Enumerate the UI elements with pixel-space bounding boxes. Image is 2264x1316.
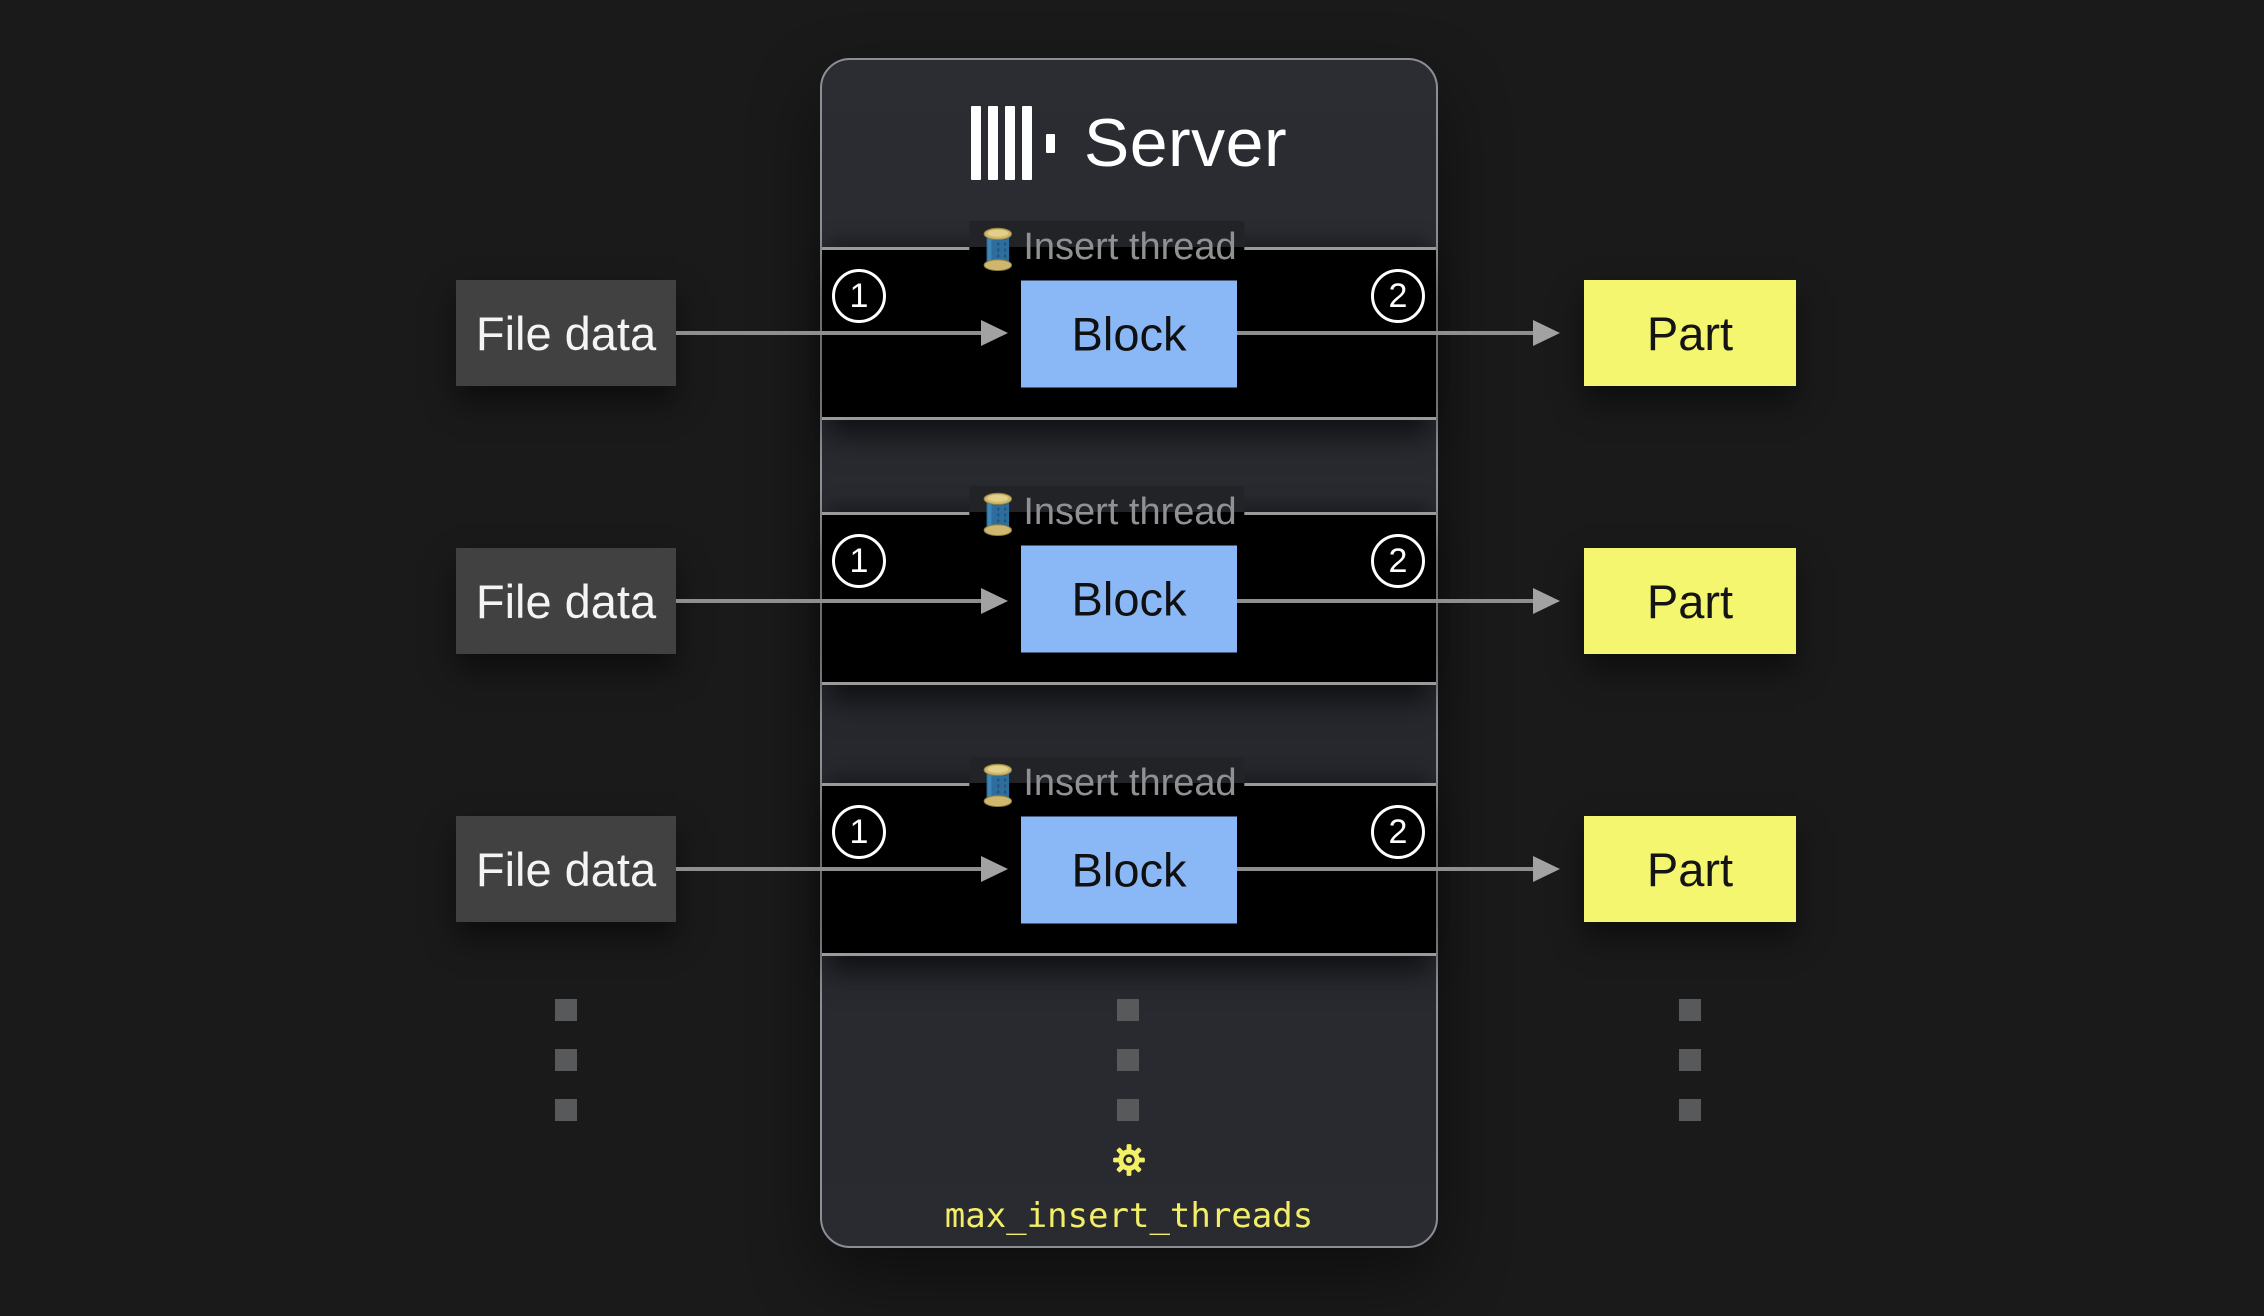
insert-thread-legend: Insert thread xyxy=(969,757,1245,809)
insert-thread-legend: Insert thread xyxy=(969,486,1245,538)
arrow-shaft xyxy=(676,867,981,871)
arrow-block-to-part xyxy=(1237,320,1560,346)
arrow-file-to-block xyxy=(676,588,1008,614)
server-header: Server xyxy=(822,60,1436,226)
part-box: Part xyxy=(1584,280,1796,386)
more-indicator-dot xyxy=(1117,1099,1139,1121)
more-indicator-dot xyxy=(555,999,577,1021)
insert-thread-lane: Insert thread 1 Block 2 xyxy=(822,757,1436,956)
arrow-file-to-block xyxy=(676,320,1008,346)
arrow-block-to-part xyxy=(1237,856,1560,882)
arrow-head xyxy=(1533,320,1560,346)
file-data-box: File data xyxy=(456,816,676,922)
insert-thread-label: Insert thread xyxy=(1023,762,1237,804)
arrow-head xyxy=(981,856,1008,882)
step-1-badge: 1 xyxy=(832,269,886,323)
more-indicator-dot xyxy=(555,1099,577,1121)
insert-thread-lane: Insert thread 1 Block 2 xyxy=(822,221,1436,420)
insert-thread-legend: Insert thread xyxy=(969,221,1245,273)
insert-thread-label: Insert thread xyxy=(1023,226,1237,268)
arrow-head xyxy=(981,320,1008,346)
more-indicator-dot xyxy=(1679,999,1701,1021)
step-2-badge: 2 xyxy=(1371,534,1425,588)
server-panel: Server Insert thread 1 Block 2 xyxy=(820,58,1438,1248)
server-title: Server xyxy=(1083,105,1288,181)
max-insert-threads-label: max_insert_threads xyxy=(944,1196,1314,1236)
arrow-shaft xyxy=(1237,331,1533,335)
arrow-head xyxy=(981,588,1008,614)
more-indicator-dot xyxy=(1679,1099,1701,1121)
more-indicator-dot xyxy=(555,1049,577,1071)
thread-spool-icon xyxy=(983,763,1013,808)
block-box: Block xyxy=(1021,816,1237,923)
part-box: Part xyxy=(1584,816,1796,922)
more-indicator-dot xyxy=(1117,1049,1139,1071)
clickhouse-logo-icon xyxy=(970,106,1055,180)
arrow-shaft xyxy=(1237,599,1533,603)
file-data-box: File data xyxy=(456,280,676,386)
arrow-head xyxy=(1533,856,1560,882)
file-data-box: File data xyxy=(456,548,676,654)
step-2-badge: 2 xyxy=(1371,805,1425,859)
thread-spool-icon xyxy=(983,492,1013,537)
block-box: Block xyxy=(1021,280,1237,387)
more-indicator-dot xyxy=(1679,1049,1701,1071)
thread-spool-icon xyxy=(983,227,1013,272)
gear-icon xyxy=(1113,1144,1145,1176)
step-1-badge: 1 xyxy=(832,805,886,859)
more-indicator-dot xyxy=(1117,999,1139,1021)
arrow-block-to-part xyxy=(1237,588,1560,614)
step-1-badge: 1 xyxy=(832,534,886,588)
arrow-file-to-block xyxy=(676,856,1008,882)
arrow-shaft xyxy=(676,331,981,335)
insert-thread-lane: Insert thread 1 Block 2 xyxy=(822,486,1436,685)
arrow-head xyxy=(1533,588,1560,614)
part-box: Part xyxy=(1584,548,1796,654)
insert-thread-label: Insert thread xyxy=(1023,491,1237,533)
arrow-shaft xyxy=(676,599,981,603)
arrow-shaft xyxy=(1237,867,1533,871)
block-box: Block xyxy=(1021,545,1237,652)
step-2-badge: 2 xyxy=(1371,269,1425,323)
